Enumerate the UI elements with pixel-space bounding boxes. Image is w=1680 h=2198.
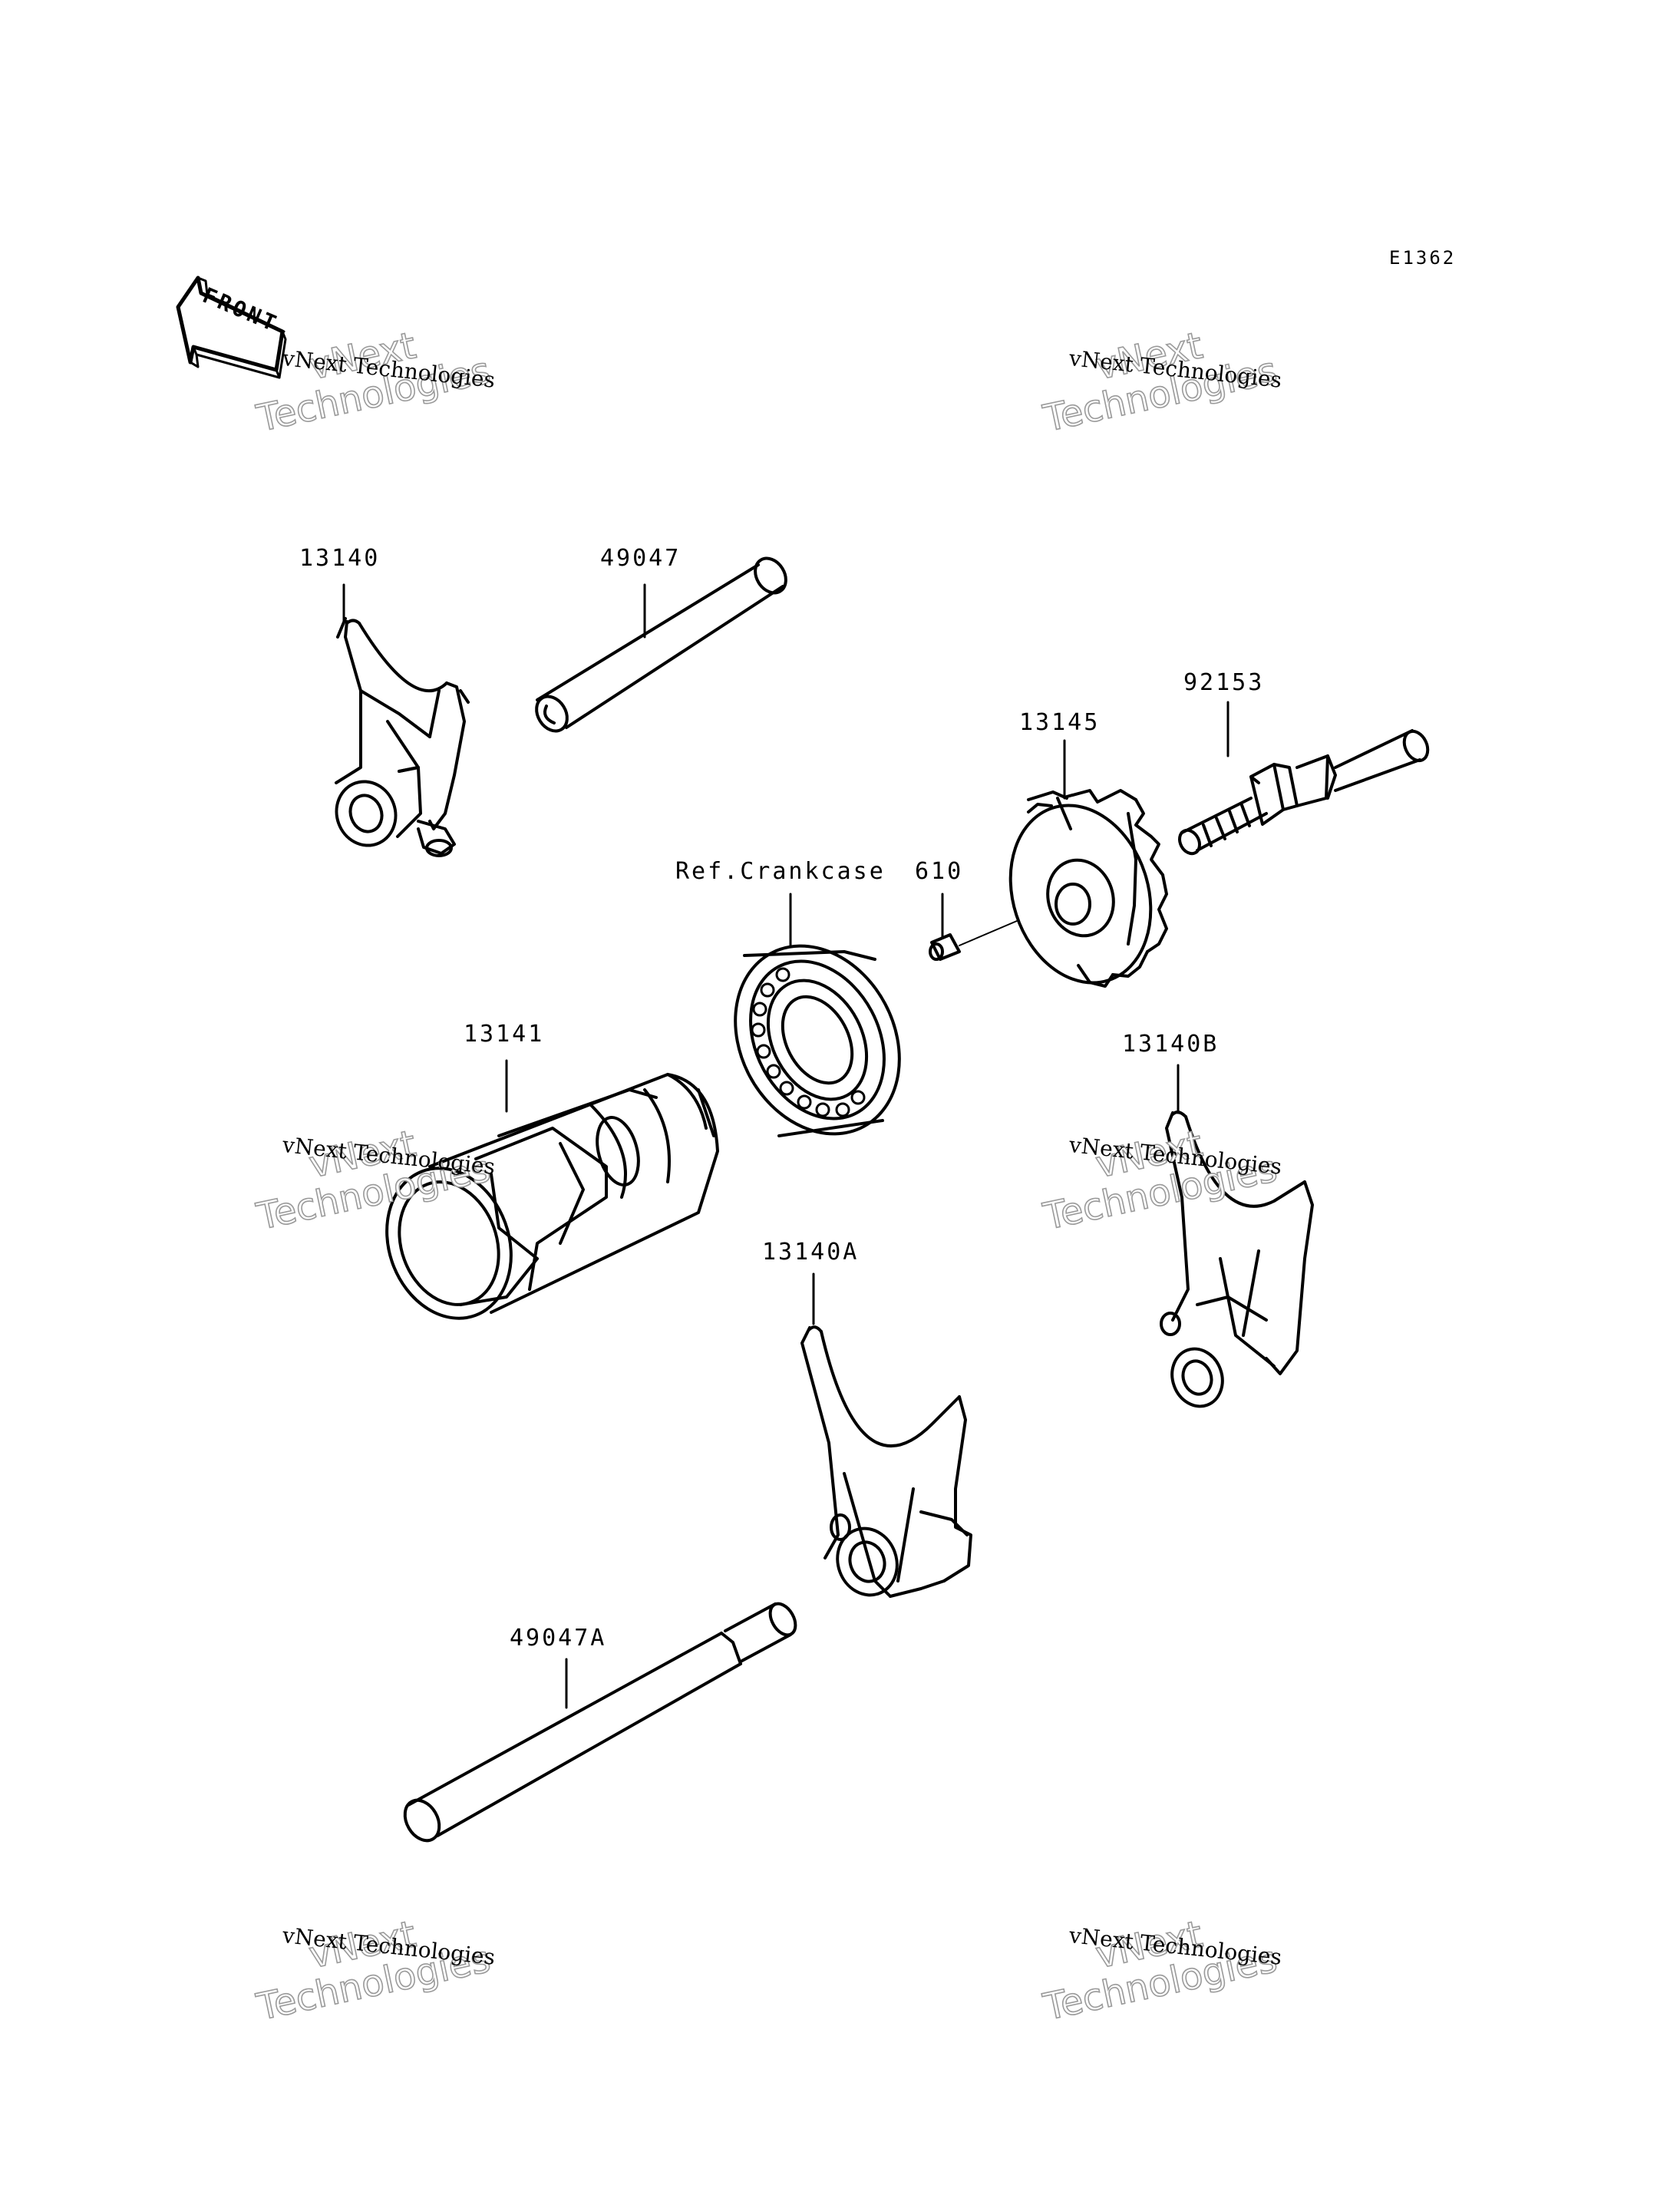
shift-cam-13145 [1008,789,1168,988]
label-49047A: 49047A [510,1625,607,1652]
shift-fork-13140A [800,1325,972,1598]
pin-610 [929,920,1018,961]
label-13140B: 13140B [1122,1031,1220,1058]
bearing-ref-crankcase [734,944,901,1137]
shift-rod-49047A [403,1602,797,1843]
label-ref-crankcase: Ref.Crankcase [675,858,886,885]
label-13140A: 13140A [762,1239,860,1266]
front-arrow-icon [176,276,287,379]
label-92153: 92153 [1183,669,1265,696]
label-13141: 13141 [464,1021,545,1048]
label-13145: 13145 [1019,709,1101,736]
label-610: 610 [915,858,964,885]
shift-drum-13141 [385,1073,719,1320]
leader-lines [342,583,1229,1709]
shift-rod-49047 [535,556,787,733]
neutral-bolt-92153 [1178,729,1430,856]
diagram-code: E1362 [1389,247,1457,269]
label-49047: 49047 [600,545,682,572]
shift-fork-13140B [1160,1111,1314,1408]
label-13140: 13140 [299,545,381,572]
shift-fork-13140 [335,617,470,857]
